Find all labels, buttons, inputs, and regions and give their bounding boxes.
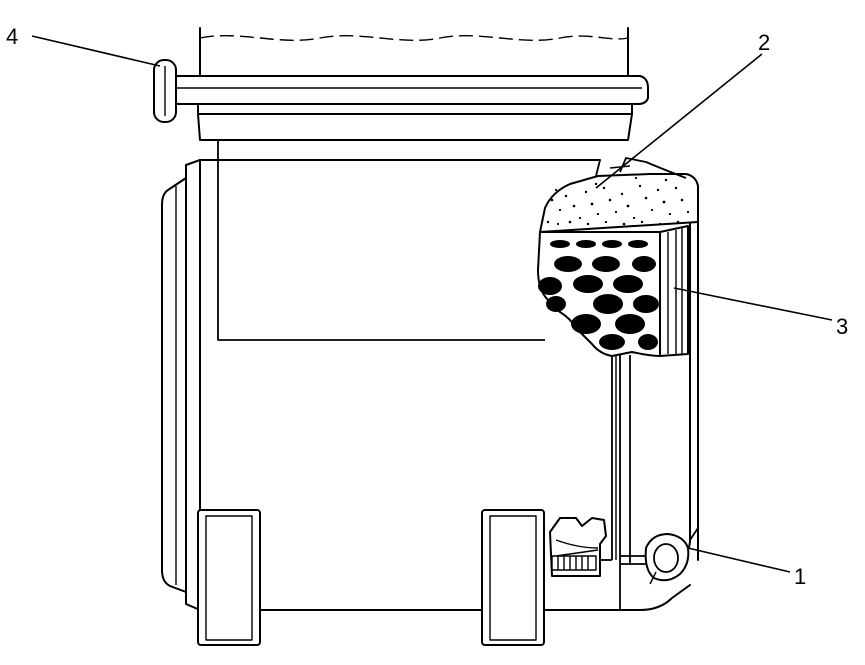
foam-texture [546, 176, 690, 226]
callout-label-3: 3 [836, 314, 848, 339]
callout-label-1: 1 [794, 564, 806, 589]
leader-lines [31, 35, 833, 573]
inlet-pipe [199, 27, 629, 77]
leader-1 [687, 547, 791, 573]
service-indicator [549, 517, 612, 577]
perforation-holes [538, 240, 659, 350]
right-foot [481, 509, 545, 646]
mounting-flange [169, 75, 649, 141]
callout-label-2: 2 [758, 30, 770, 55]
leader-4 [31, 35, 161, 67]
left-foot [197, 509, 261, 646]
leader-3 [673, 287, 833, 321]
leader-2 [595, 53, 763, 189]
dust-valve [620, 520, 699, 585]
callout-label-4: 4 [6, 24, 18, 49]
clamp-handle [153, 59, 177, 123]
